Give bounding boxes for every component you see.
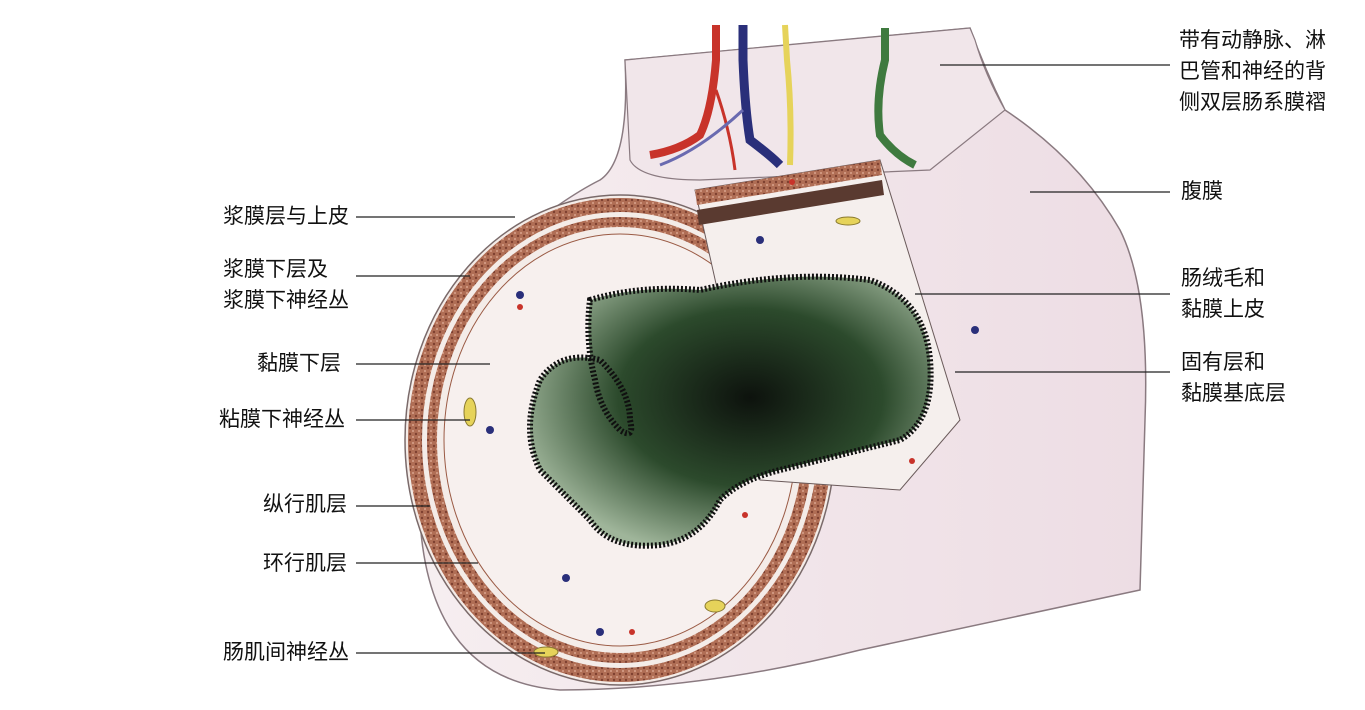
label-submucosal-plexus: 粘膜下神经丛 bbox=[219, 407, 345, 431]
wall-structures bbox=[463, 179, 979, 658]
leader-lines bbox=[356, 64, 1170, 654]
label-mesentery: 带有动静脉、淋 巴管和神经的背 侧双层肠系膜褶 bbox=[1179, 28, 1326, 114]
vessels bbox=[649, 24, 917, 171]
label-myenteric-plexus: 肠肌间神经丛 bbox=[223, 640, 349, 664]
label-lamina: 固有层和 黏膜基底层 bbox=[1181, 350, 1286, 405]
label-peritoneum: 腹膜 bbox=[1181, 179, 1223, 203]
label-serosa: 浆膜层与上皮 bbox=[223, 204, 349, 228]
label-circular-muscle: 环行肌层 bbox=[263, 551, 347, 575]
label-subserosa: 浆膜下层及 浆膜下神经丛 bbox=[223, 257, 349, 312]
label-longitudinal-muscle: 纵行肌层 bbox=[263, 492, 347, 516]
lumen bbox=[527, 273, 934, 549]
mesentery-fold bbox=[624, 27, 1006, 181]
label-submucosa: 黏膜下层 bbox=[257, 351, 341, 375]
label-villi: 肠绒毛和 黏膜上皮 bbox=[1181, 266, 1265, 321]
